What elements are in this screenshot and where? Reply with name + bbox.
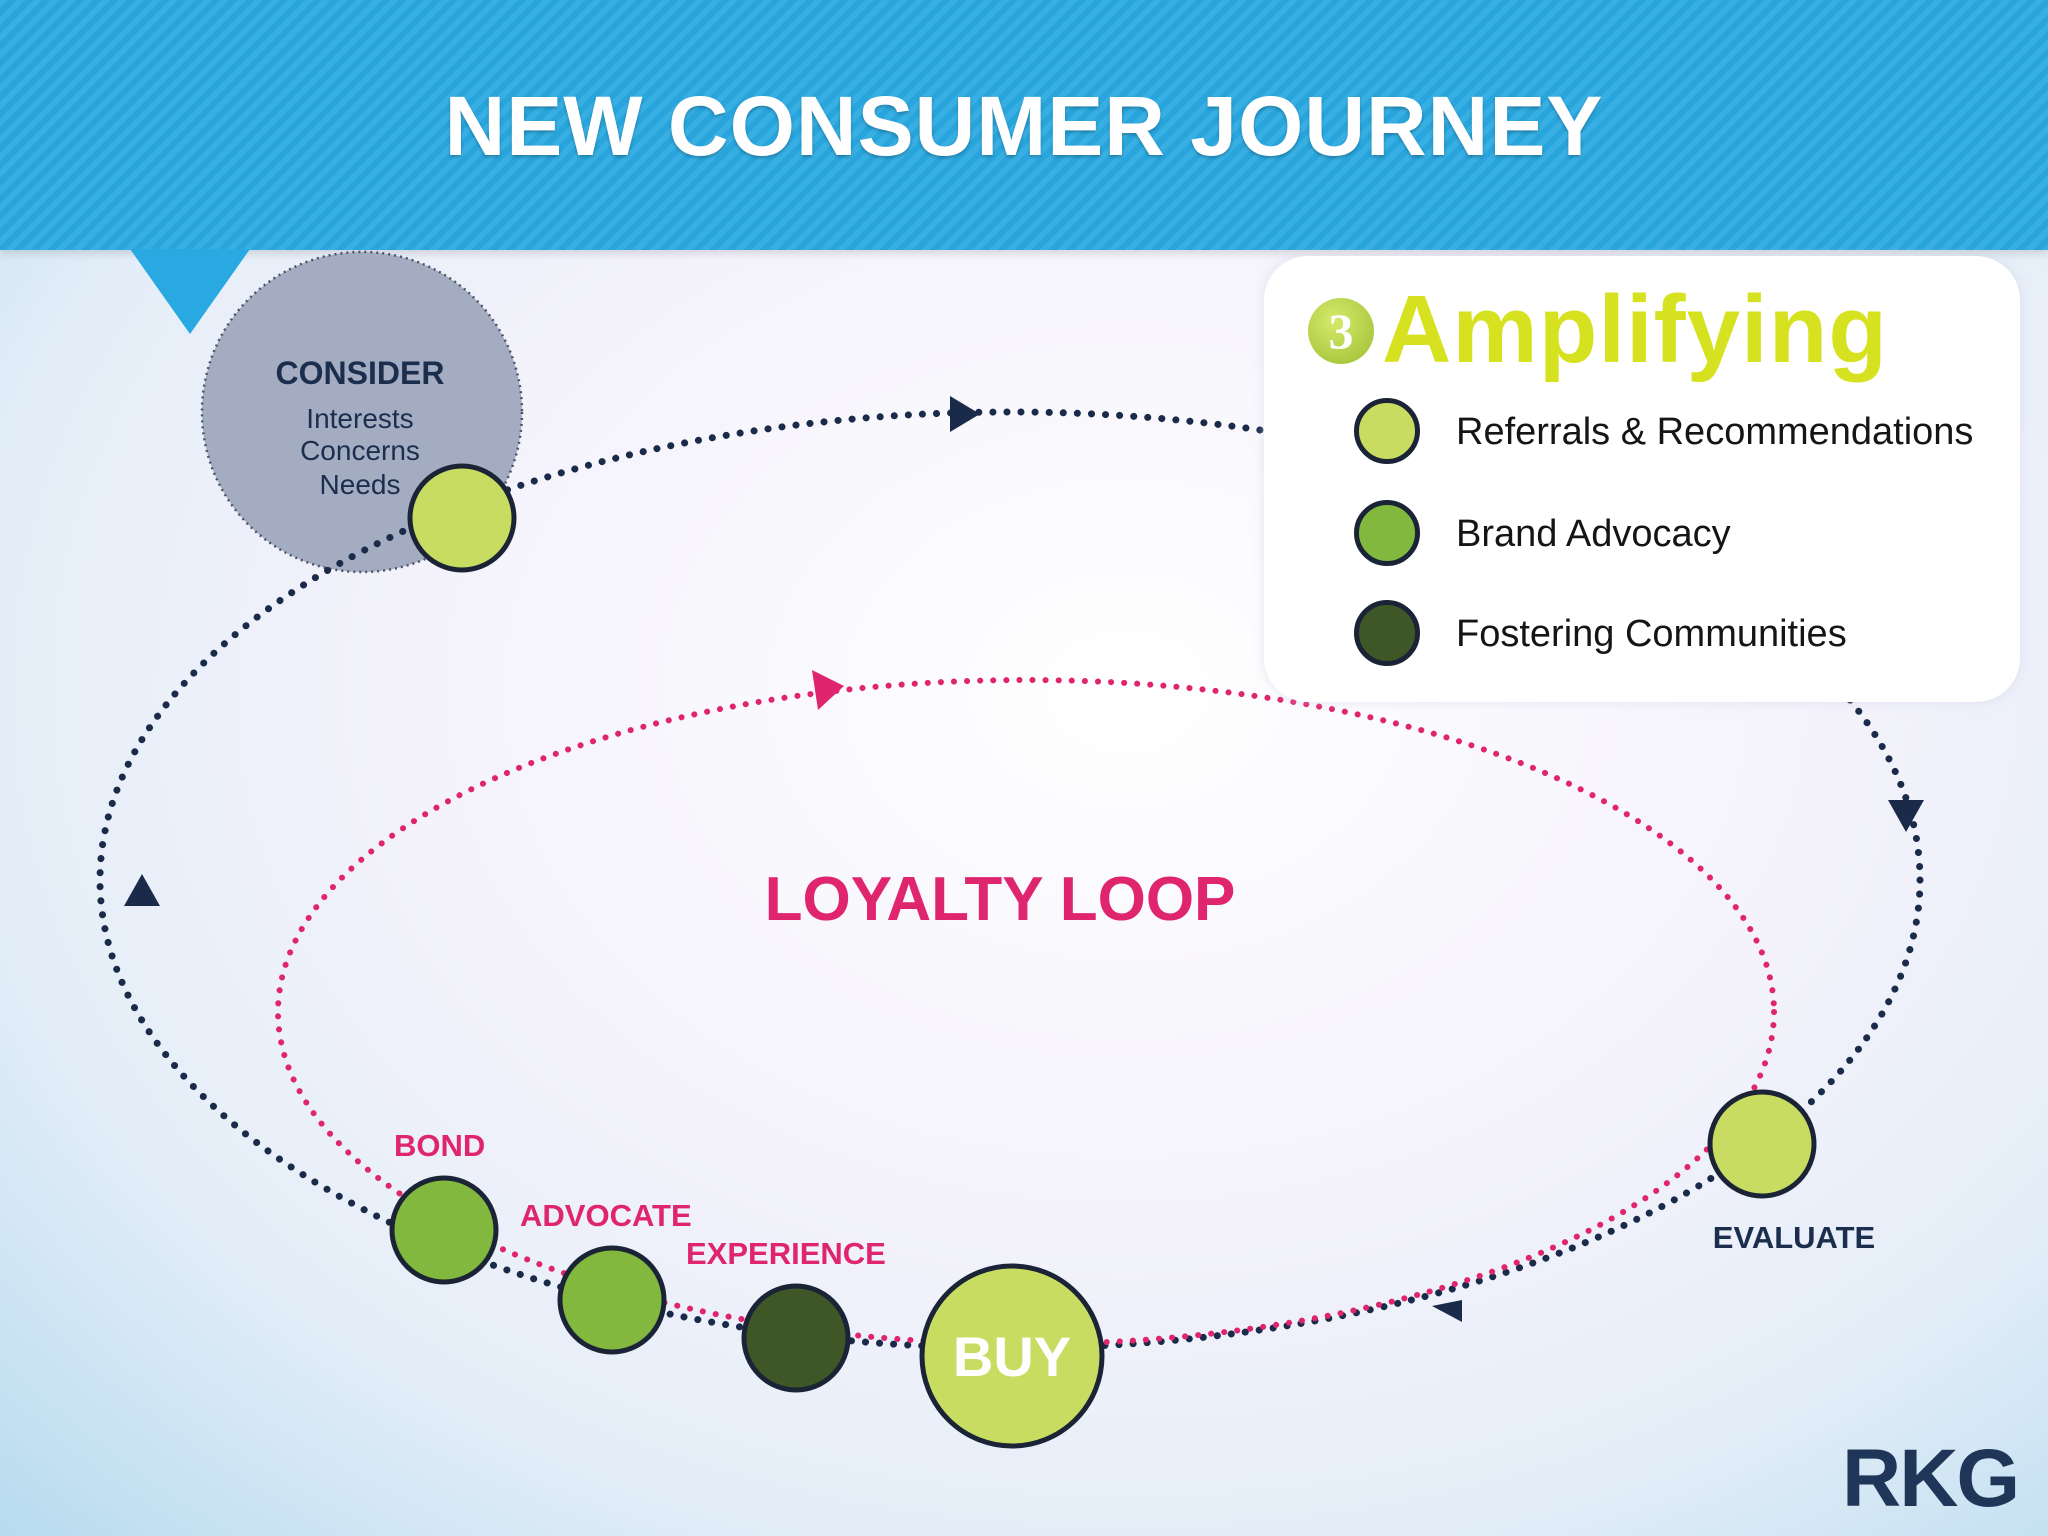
bond-label: BOND — [394, 1128, 485, 1163]
arrow-left-bottom — [1432, 1300, 1462, 1322]
evaluate-label: EVALUATE — [1713, 1220, 1875, 1255]
consider-item-interests: Interests — [306, 403, 413, 434]
buy-label: BUY — [953, 1325, 1071, 1388]
arrow-up-left — [124, 874, 160, 906]
header-banner — [0, 0, 2048, 250]
buy-node — [919, 1263, 1105, 1449]
loyalty-loop-title: LOYALTY LOOP — [765, 865, 1236, 934]
legend-dot-referrals — [1354, 398, 1420, 464]
legend-label-referrals: Referrals & Recommendations — [1456, 411, 1974, 453]
legend-label-communities: Fostering Communities — [1456, 613, 1847, 655]
bond-node — [389, 1175, 499, 1285]
legend-title: Amplifying — [1382, 276, 1888, 383]
step-number-badge: 3 — [1308, 298, 1374, 364]
arrow-down-right — [1888, 800, 1924, 832]
consider-item-needs: Needs — [320, 469, 401, 500]
header-pointer — [130, 249, 250, 334]
legend-dot-communities — [1354, 600, 1420, 666]
consider-item-concerns: Concerns — [300, 435, 420, 466]
experience-node — [741, 1283, 851, 1393]
evaluate-node — [1707, 1089, 1817, 1199]
arrow-right-top — [950, 396, 980, 432]
journey-outer-loop — [96, 408, 1924, 1352]
consider-node — [407, 463, 517, 573]
arrow-loyalty-top — [812, 670, 844, 710]
advocate-node — [557, 1245, 667, 1355]
consider-label: CONSIDER — [276, 355, 445, 391]
advocate-label: ADVOCATE — [520, 1198, 692, 1233]
loyalty-loop — [275, 677, 1777, 1347]
experience-label: EXPERIENCE — [686, 1236, 886, 1271]
rkg-logo: RKG — [1842, 1433, 2020, 1524]
legend-dot-brand-advocacy — [1354, 500, 1420, 566]
page-title: NEW CONSUMER JOURNEY — [444, 79, 1604, 173]
legend-label-brand-advocacy: Brand Advocacy — [1456, 513, 1731, 555]
